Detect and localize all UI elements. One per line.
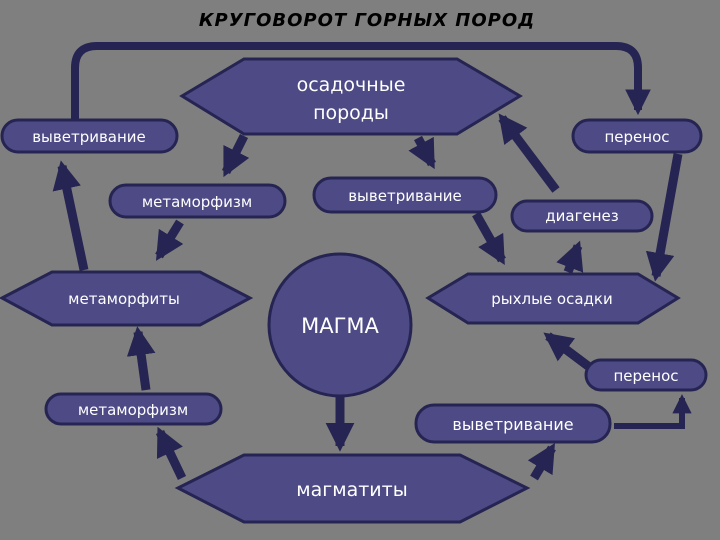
arrow-diagenesis-to-sedimentary bbox=[498, 113, 560, 193]
loose-sediments-hexagon bbox=[425, 272, 681, 325]
magma-circle bbox=[267, 252, 413, 398]
transport-top-right-pill bbox=[571, 118, 703, 154]
transport-lower-label: перенос bbox=[613, 367, 678, 385]
metamorphism-upper-pill bbox=[108, 183, 287, 219]
arrow-metamorphism-to-metamorphites-lower bbox=[126, 326, 156, 391]
sedimentary-label-line1: осадочные bbox=[297, 74, 406, 96]
metamorphites-hexagon bbox=[0, 270, 254, 327]
diagram-title: КРУГОВОРОТ ГОРНЫХ ПОРОД bbox=[199, 10, 535, 31]
arrow-metamorphites-to-weathering bbox=[52, 160, 89, 271]
diagenesis-label: диагенез bbox=[545, 207, 618, 225]
connector-weathering-to-transport bbox=[614, 394, 692, 429]
diagenesis-pill bbox=[510, 199, 654, 233]
loop-connector-top bbox=[71, 42, 651, 124]
igneous-rocks-hexagon bbox=[174, 453, 531, 524]
sedimentary-label-line2: породы bbox=[313, 102, 389, 124]
arrow-loose-sediments-to-diagenesis bbox=[556, 240, 584, 274]
arrow-weathering-to-loose-sediments bbox=[472, 211, 506, 266]
sedimentary-rocks-hexagon bbox=[179, 57, 523, 136]
arrow-sedimentary-to-metamorphism bbox=[221, 133, 250, 178]
metamorphism-lower-label: метаморфизм bbox=[78, 401, 188, 419]
arrow-igneous-to-weathering bbox=[527, 443, 556, 481]
metamorphism-upper-label: метаморфизм bbox=[142, 193, 252, 211]
weathering-top-left-label: выветривание bbox=[32, 128, 146, 146]
transport-lower-pill bbox=[584, 358, 708, 392]
loose-sediments-label: рыхлые осадки bbox=[491, 290, 612, 308]
igneous-label: магматиты bbox=[296, 479, 407, 501]
transport-top-right-label: перенос bbox=[604, 128, 669, 146]
weathering-center-label: выветривание bbox=[348, 187, 462, 205]
arrows bbox=[52, 113, 683, 481]
arrow-transport-to-loose-sediments bbox=[645, 153, 683, 282]
arrow-metamorphism-to-metamorphites bbox=[155, 219, 184, 261]
magma-label: МАГМА bbox=[301, 314, 379, 338]
arrow-igneous-to-metamorphism bbox=[155, 426, 187, 480]
weathering-lower-pill bbox=[414, 403, 612, 444]
metamorphism-lower-pill bbox=[44, 392, 223, 426]
arrow-sedimentary-to-weathering bbox=[408, 135, 436, 170]
weathering-lower-label: выветривание bbox=[452, 415, 573, 434]
metamorphites-label: метаморфиты bbox=[68, 290, 180, 308]
weathering-top-left-pill bbox=[0, 118, 179, 154]
weathering-center-pill bbox=[312, 176, 498, 214]
